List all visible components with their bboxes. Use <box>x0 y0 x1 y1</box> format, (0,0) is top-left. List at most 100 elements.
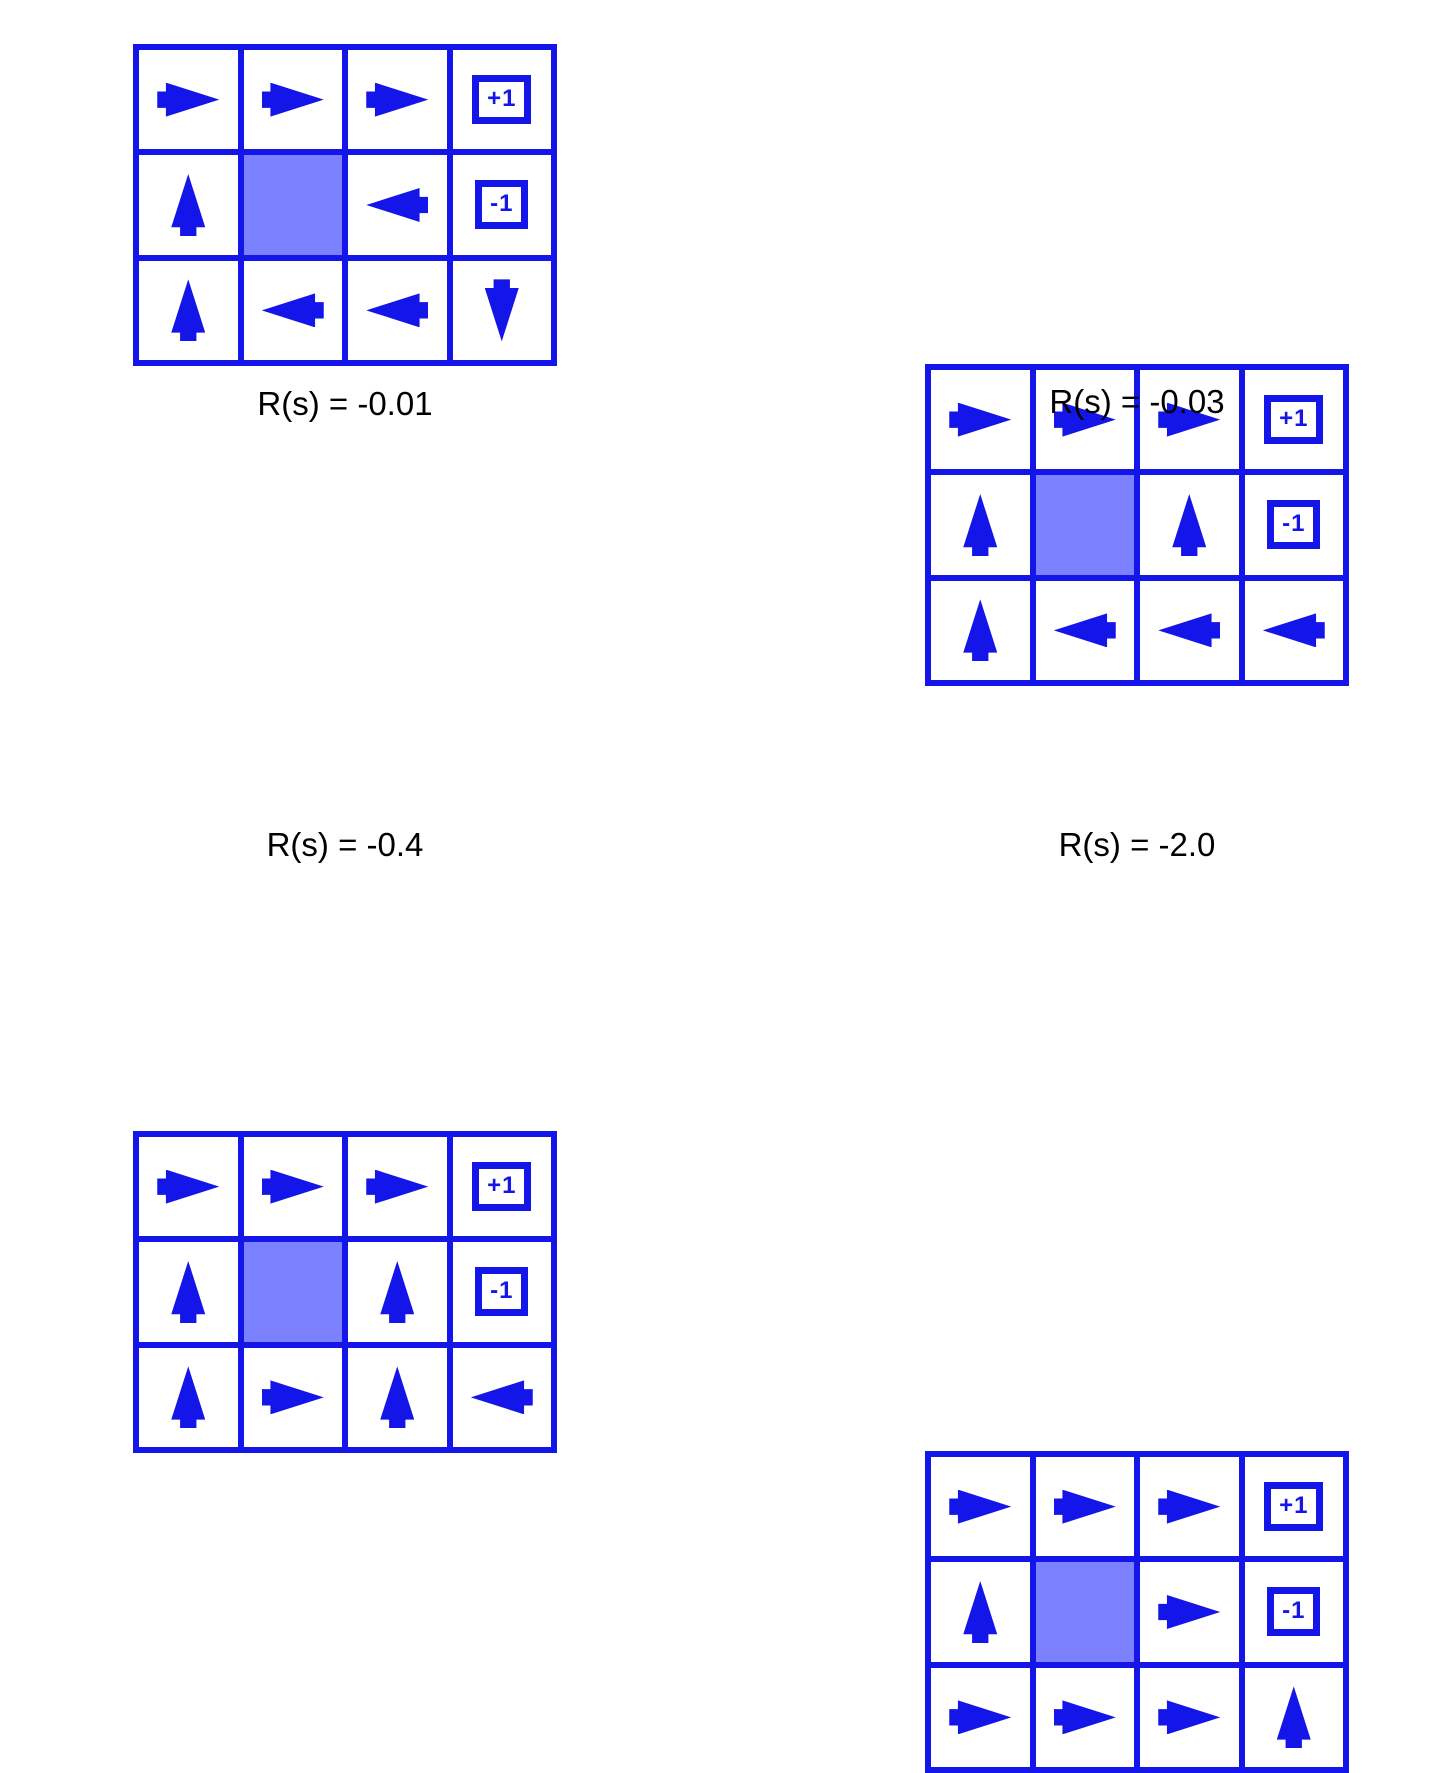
arrow-right-icon <box>949 1700 1012 1735</box>
policy-cell-right[interactable] <box>1035 1667 1134 1767</box>
terminal-cell[interactable]: +1 <box>452 1137 551 1237</box>
policy-cell-right[interactable] <box>931 370 1030 470</box>
arrow-up-icon <box>380 1260 415 1323</box>
policy-cell-up[interactable] <box>139 155 238 255</box>
policy-cell-up[interactable] <box>139 1347 238 1447</box>
terminal-minus-one-icon: -1 <box>1267 500 1321 550</box>
caption-panel-r-2-0: R(s) = -2.0 <box>1058 826 1216 863</box>
arrow-up-icon <box>171 279 206 342</box>
wall-cell <box>243 155 342 255</box>
policy-cell-right[interactable] <box>348 1137 447 1237</box>
terminal-cell[interactable]: -1 <box>1244 475 1343 575</box>
arrow-left-icon <box>1158 613 1221 648</box>
arrow-right-icon <box>1158 1489 1221 1524</box>
policy-cell-up[interactable] <box>139 260 238 360</box>
policy-cell-right[interactable] <box>139 50 238 150</box>
policy-cell-up[interactable] <box>348 1242 447 1342</box>
policy-cell-right[interactable] <box>1140 1457 1239 1557</box>
arrow-up-icon <box>963 599 998 662</box>
policy-grid-panel-r-2-0: +1 -1 <box>925 1451 1349 1773</box>
policy-cell-down[interactable] <box>452 260 551 360</box>
grid-cells: +1 -1 <box>931 370 1343 680</box>
policy-cell-right[interactable] <box>348 50 447 150</box>
policy-cell-left[interactable] <box>1140 580 1239 680</box>
policy-cell-right[interactable] <box>1140 370 1239 470</box>
arrow-right-icon <box>1053 1489 1116 1524</box>
wall-cell <box>1035 1562 1134 1662</box>
policy-cell-left[interactable] <box>243 260 342 360</box>
policy-cell-right[interactable] <box>931 1457 1030 1557</box>
caption-panel-r-0-4: R(s) = -0.4 <box>266 826 424 863</box>
policy-cell-up[interactable] <box>348 1347 447 1447</box>
arrow-right-icon <box>157 1169 220 1204</box>
arrow-up-icon <box>1172 493 1207 556</box>
caption-panel-r-0-03: R(s) = -0.03 <box>1049 383 1225 420</box>
arrow-right-icon <box>157 82 220 117</box>
grid-cells: +1 -1 <box>139 50 551 360</box>
arrow-up-icon <box>380 1366 415 1429</box>
policy-cell-left[interactable] <box>1244 580 1343 680</box>
arrow-up-icon <box>1276 1686 1311 1749</box>
policy-cell-right[interactable] <box>243 1347 342 1447</box>
terminal-cell[interactable]: +1 <box>452 50 551 150</box>
arrow-up-icon <box>963 1580 998 1643</box>
grid-cells: +1 -1 <box>139 1137 551 1447</box>
arrow-up-icon <box>171 173 206 236</box>
arrow-up-icon <box>963 493 998 556</box>
arrow-right-icon <box>261 1380 324 1415</box>
wall-cell <box>1035 475 1134 575</box>
arrow-right-icon <box>366 1169 429 1204</box>
policy-cell-up[interactable] <box>1244 1667 1343 1767</box>
grid-cells: +1 -1 <box>931 1457 1343 1767</box>
policy-cell-up[interactable] <box>139 1242 238 1342</box>
arrow-left-icon <box>261 293 324 328</box>
arrow-left-icon <box>366 293 429 328</box>
arrow-left-icon <box>366 187 429 222</box>
policy-cell-left[interactable] <box>452 1347 551 1447</box>
policy-cell-right[interactable] <box>1140 1562 1239 1662</box>
arrow-right-icon <box>1053 1700 1116 1735</box>
arrow-right-icon <box>366 82 429 117</box>
policy-cell-right[interactable] <box>931 1667 1030 1767</box>
arrow-up-icon <box>171 1366 206 1429</box>
terminal-plus-one-icon: +1 <box>1264 395 1324 445</box>
policy-cell-right[interactable] <box>139 1137 238 1237</box>
policy-cell-right[interactable] <box>1140 1667 1239 1767</box>
arrow-right-icon <box>261 1169 324 1204</box>
policy-grid-panel-r-0-03: +1 -1 <box>925 364 1349 686</box>
policy-cell-up[interactable] <box>931 580 1030 680</box>
wall-cell <box>243 1242 342 1342</box>
arrow-right-icon <box>261 82 324 117</box>
terminal-cell[interactable]: +1 <box>1244 370 1343 470</box>
policy-cell-left[interactable] <box>348 155 447 255</box>
terminal-minus-one-icon: -1 <box>475 180 529 230</box>
policy-cell-left[interactable] <box>1035 580 1134 680</box>
policy-cell-right[interactable] <box>1035 1457 1134 1557</box>
arrow-right-icon <box>1158 1594 1221 1629</box>
terminal-cell[interactable]: -1 <box>452 155 551 255</box>
policy-cell-left[interactable] <box>348 260 447 360</box>
terminal-minus-one-icon: -1 <box>475 1267 529 1317</box>
terminal-minus-one-icon: -1 <box>1267 1587 1321 1637</box>
policy-cell-up[interactable] <box>1140 475 1239 575</box>
terminal-cell[interactable]: -1 <box>452 1242 551 1342</box>
terminal-plus-one-icon: +1 <box>472 1162 532 1212</box>
policy-cell-right[interactable] <box>243 1137 342 1237</box>
policy-grid-panel-r-0-4: +1 -1 <box>133 1131 557 1453</box>
terminal-plus-one-icon: +1 <box>1264 1482 1324 1532</box>
terminal-plus-one-icon: +1 <box>472 75 532 125</box>
policy-grid-panel-r-0-01: +1 -1 <box>133 44 557 366</box>
policy-cell-right[interactable] <box>243 50 342 150</box>
terminal-cell[interactable]: -1 <box>1244 1562 1343 1662</box>
arrow-left-icon <box>1053 613 1116 648</box>
policy-cell-right[interactable] <box>1035 370 1134 470</box>
arrow-right-icon <box>949 1489 1012 1524</box>
policy-cell-up[interactable] <box>931 475 1030 575</box>
arrow-left-icon <box>470 1380 533 1415</box>
arrow-left-icon <box>1262 613 1325 648</box>
policy-cell-up[interactable] <box>931 1562 1030 1662</box>
terminal-cell[interactable]: +1 <box>1244 1457 1343 1557</box>
arrow-down-icon <box>484 279 519 342</box>
arrow-up-icon <box>171 1260 206 1323</box>
